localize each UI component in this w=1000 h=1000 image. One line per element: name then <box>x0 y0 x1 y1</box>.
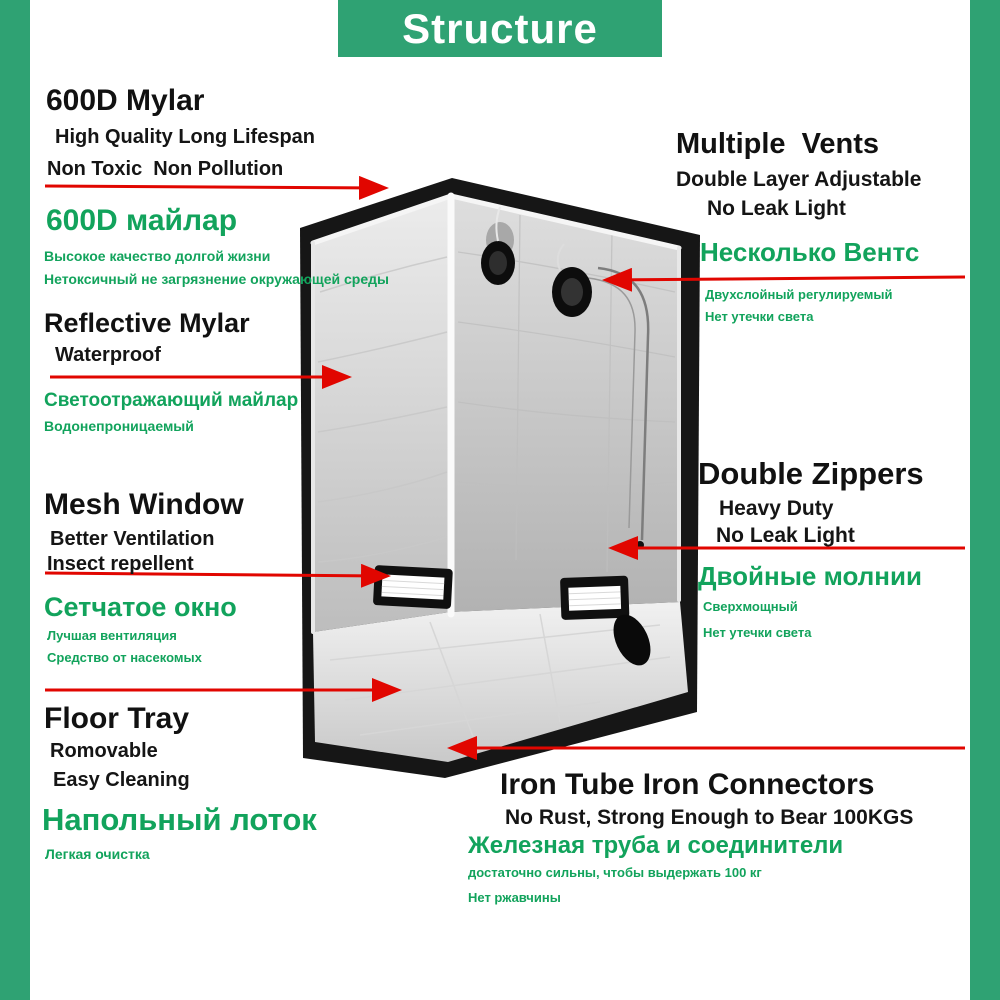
vent-ducts <box>481 206 592 317</box>
mesh-window-left <box>373 565 453 609</box>
leader-line-mesh <box>44 563 391 588</box>
tent-frame-poles <box>310 192 682 634</box>
wall-wrinkles-left <box>317 256 448 563</box>
leader-lines <box>44 175 966 760</box>
tent-floor-tray <box>313 602 688 762</box>
window-flap <box>613 614 651 666</box>
header-banner: Structure <box>338 0 662 57</box>
mesh-window-right <box>560 575 630 620</box>
right-green-bar <box>970 0 1000 1000</box>
leader-line-mylar <box>44 175 389 200</box>
tent-right-wall <box>450 197 680 612</box>
page-title: Structure <box>402 4 598 52</box>
leader-line-vents <box>602 267 966 292</box>
tent-left-wall <box>313 197 450 632</box>
left-green-bar <box>0 0 30 1000</box>
